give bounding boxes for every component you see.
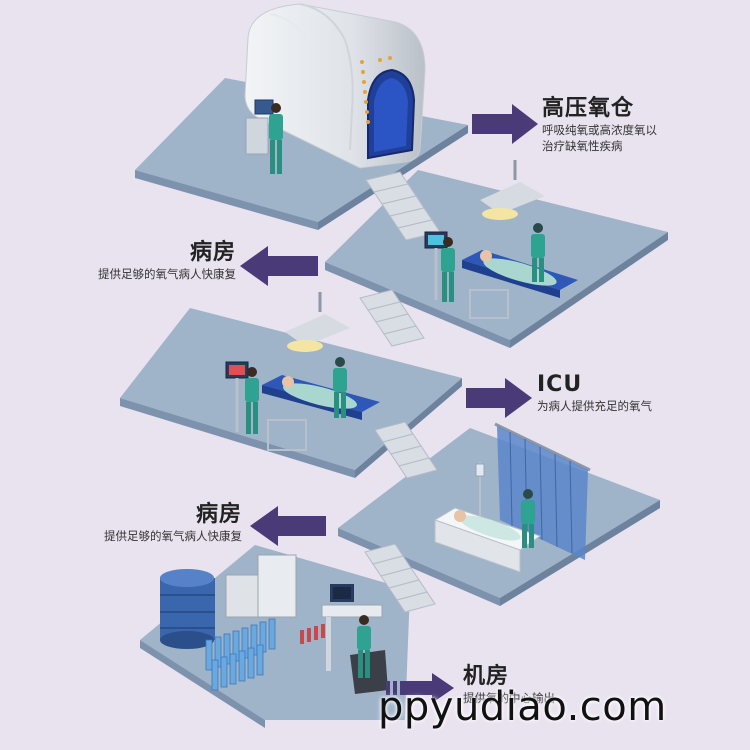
label-ward-1: 病房 提供足够的氧气病人快康复 (62, 240, 236, 282)
section-title: 病房 (189, 240, 236, 265)
stairs-3 (374, 421, 438, 479)
ward-2-equipment (433, 422, 591, 573)
arrow-chamber (472, 104, 538, 144)
section-title: ICU (537, 372, 583, 397)
section-desc: 提供氧的中心输出 (463, 691, 555, 705)
ward-1-equipment (424, 160, 578, 319)
section-title: 机房 (463, 664, 510, 689)
section-title: 病房 (195, 502, 242, 527)
icu-equipment (225, 292, 380, 451)
arrow-ward-1 (240, 246, 318, 286)
label-icu: ICU 为病人提供充足的氧气 (537, 372, 652, 414)
machine-room-equipment (160, 554, 388, 694)
arrow-machine (386, 673, 454, 703)
stairs-2 (359, 289, 425, 347)
section-desc: 呼吸纯氧或高浓度氧以 治疗缺氧性疾病 (542, 123, 657, 153)
label-hyperbaric-chamber: 高压氧仓 呼吸纯氧或高浓度氧以 治疗缺氧性疾病 (542, 96, 657, 154)
arrow-icu (466, 378, 532, 418)
arrow-ward-2 (250, 506, 326, 546)
label-machine-room: 机房 提供氧的中心输出 (463, 664, 555, 706)
section-desc: 提供足够的氧气病人快康复 (104, 529, 242, 543)
stairs-4 (364, 543, 436, 613)
stairs-1 (365, 171, 441, 241)
section-desc: 为病人提供充足的氧气 (537, 399, 652, 413)
hyperbaric-chamber (244, 3, 426, 169)
watermark: ppyudiao.com (378, 684, 667, 730)
staff-chamber-operator (269, 103, 283, 174)
label-ward-2: 病房 提供足够的氧气病人快康复 (66, 502, 242, 544)
section-title: 高压氧仓 (542, 96, 635, 121)
section-desc: 提供足够的氧气病人快康复 (98, 267, 236, 281)
